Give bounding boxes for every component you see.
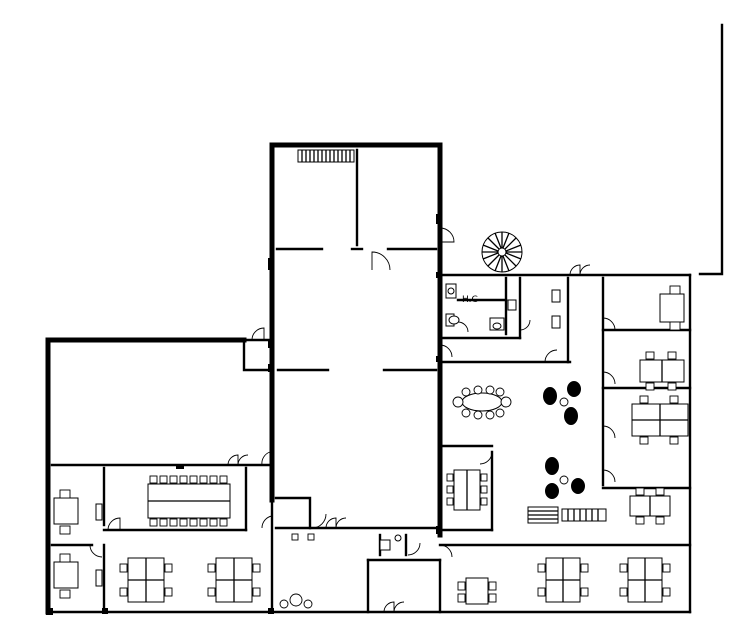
doors xyxy=(89,227,616,613)
lounge-chairs xyxy=(279,533,315,609)
interior-walls xyxy=(46,148,692,614)
desk-cluster-bottom-left xyxy=(119,557,261,603)
desk-cluster-bottom-right xyxy=(457,557,671,605)
meeting-room-east xyxy=(446,469,488,511)
columns xyxy=(46,214,442,615)
structural-walls xyxy=(45,23,724,615)
left-office-desks xyxy=(53,489,103,599)
spiral-stair xyxy=(481,231,523,273)
lounge-area xyxy=(452,381,585,499)
site-boundary-line xyxy=(698,23,724,276)
hc-label: H.C xyxy=(462,295,478,305)
east-office-desks xyxy=(629,285,689,525)
meeting-room-left xyxy=(147,465,231,527)
washroom: H.C xyxy=(379,283,561,551)
stairs xyxy=(297,149,607,524)
